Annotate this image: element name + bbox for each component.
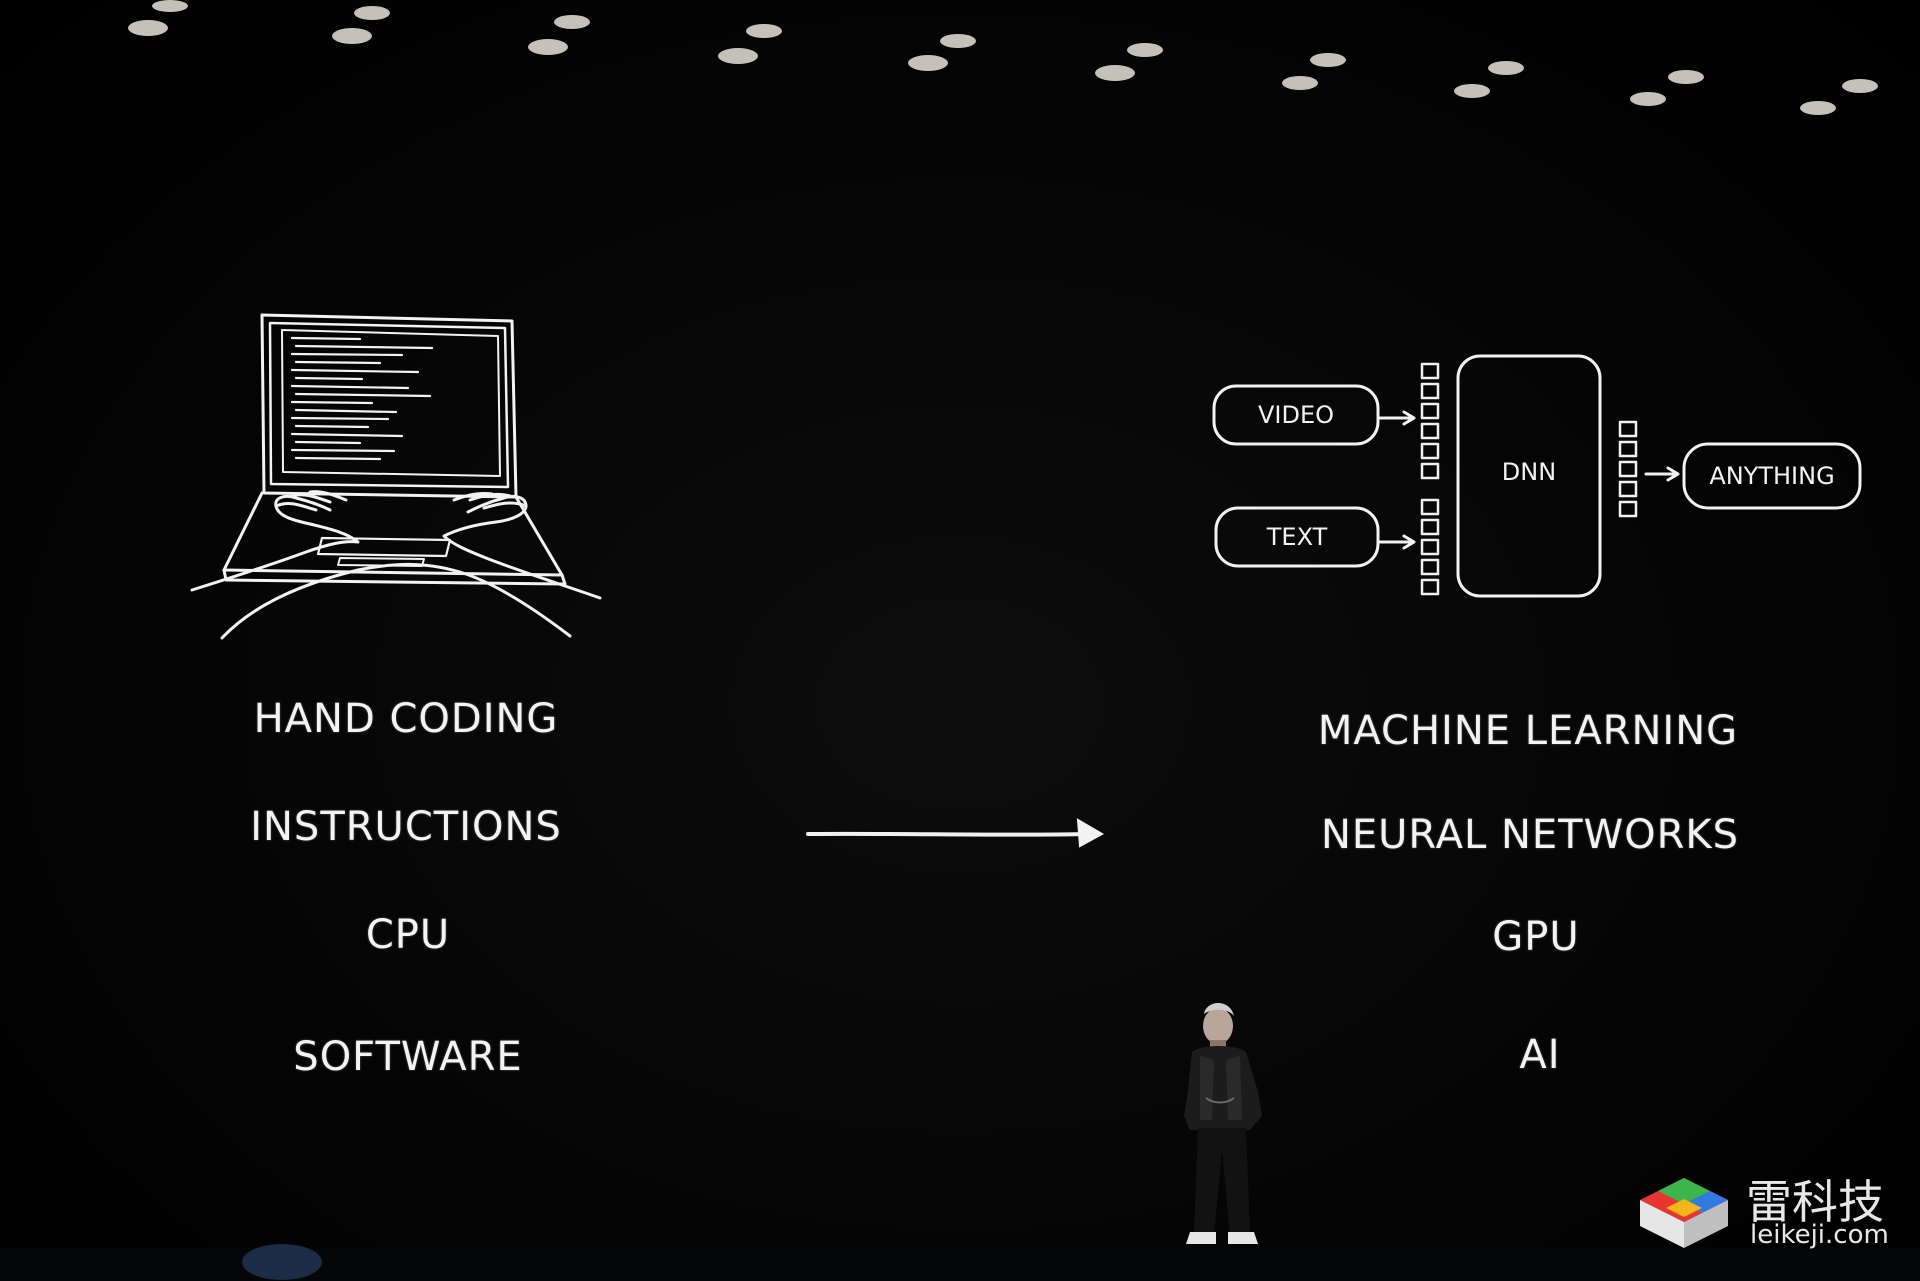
diagram-label-anything: ANYTHING	[1709, 462, 1835, 490]
right-label-neural-networks: NEURAL NETWORKS	[1320, 812, 1740, 858]
input-vector-squares	[1420, 362, 1440, 596]
diagram-label-video: VIDEO	[1257, 401, 1335, 429]
right-label-machine-learning: MACHINE LEARNING	[1317, 708, 1739, 754]
anything-box	[1682, 442, 1862, 510]
text-box	[1214, 506, 1380, 568]
arrow-text-icon	[1378, 534, 1416, 550]
presenter-figure	[1184, 1003, 1262, 1244]
audience-head	[242, 1244, 322, 1280]
transition-arrow-icon	[806, 818, 1105, 848]
arrow-output-icon	[1644, 466, 1680, 482]
diagram-label-text: TEXT	[1266, 523, 1328, 551]
leikeji-logo-icon	[1640, 1178, 1728, 1248]
dnn-box	[1456, 354, 1602, 598]
watermark-name: 雷科技	[1746, 1175, 1884, 1229]
diagram-label-dnn: DNN	[1501, 458, 1557, 486]
left-label-instructions: INSTRUCTIONS	[250, 804, 562, 850]
output-vector-squares	[1618, 420, 1638, 518]
ceiling-lights	[128, 0, 1878, 115]
left-label-hand-coding: HAND CODING	[253, 696, 559, 742]
right-label-ai: AI	[1519, 1032, 1561, 1078]
laptop-sketch-icon	[190, 313, 602, 640]
left-label-software: SOFTWARE	[293, 1034, 523, 1080]
video-box	[1212, 384, 1380, 446]
watermark-domain: leikeji.com	[1750, 1220, 1889, 1250]
dnn-diagram	[1212, 354, 1862, 598]
right-label-gpu: GPU	[1492, 914, 1580, 960]
arrow-video-icon	[1378, 410, 1416, 426]
left-label-cpu: CPU	[365, 912, 451, 958]
